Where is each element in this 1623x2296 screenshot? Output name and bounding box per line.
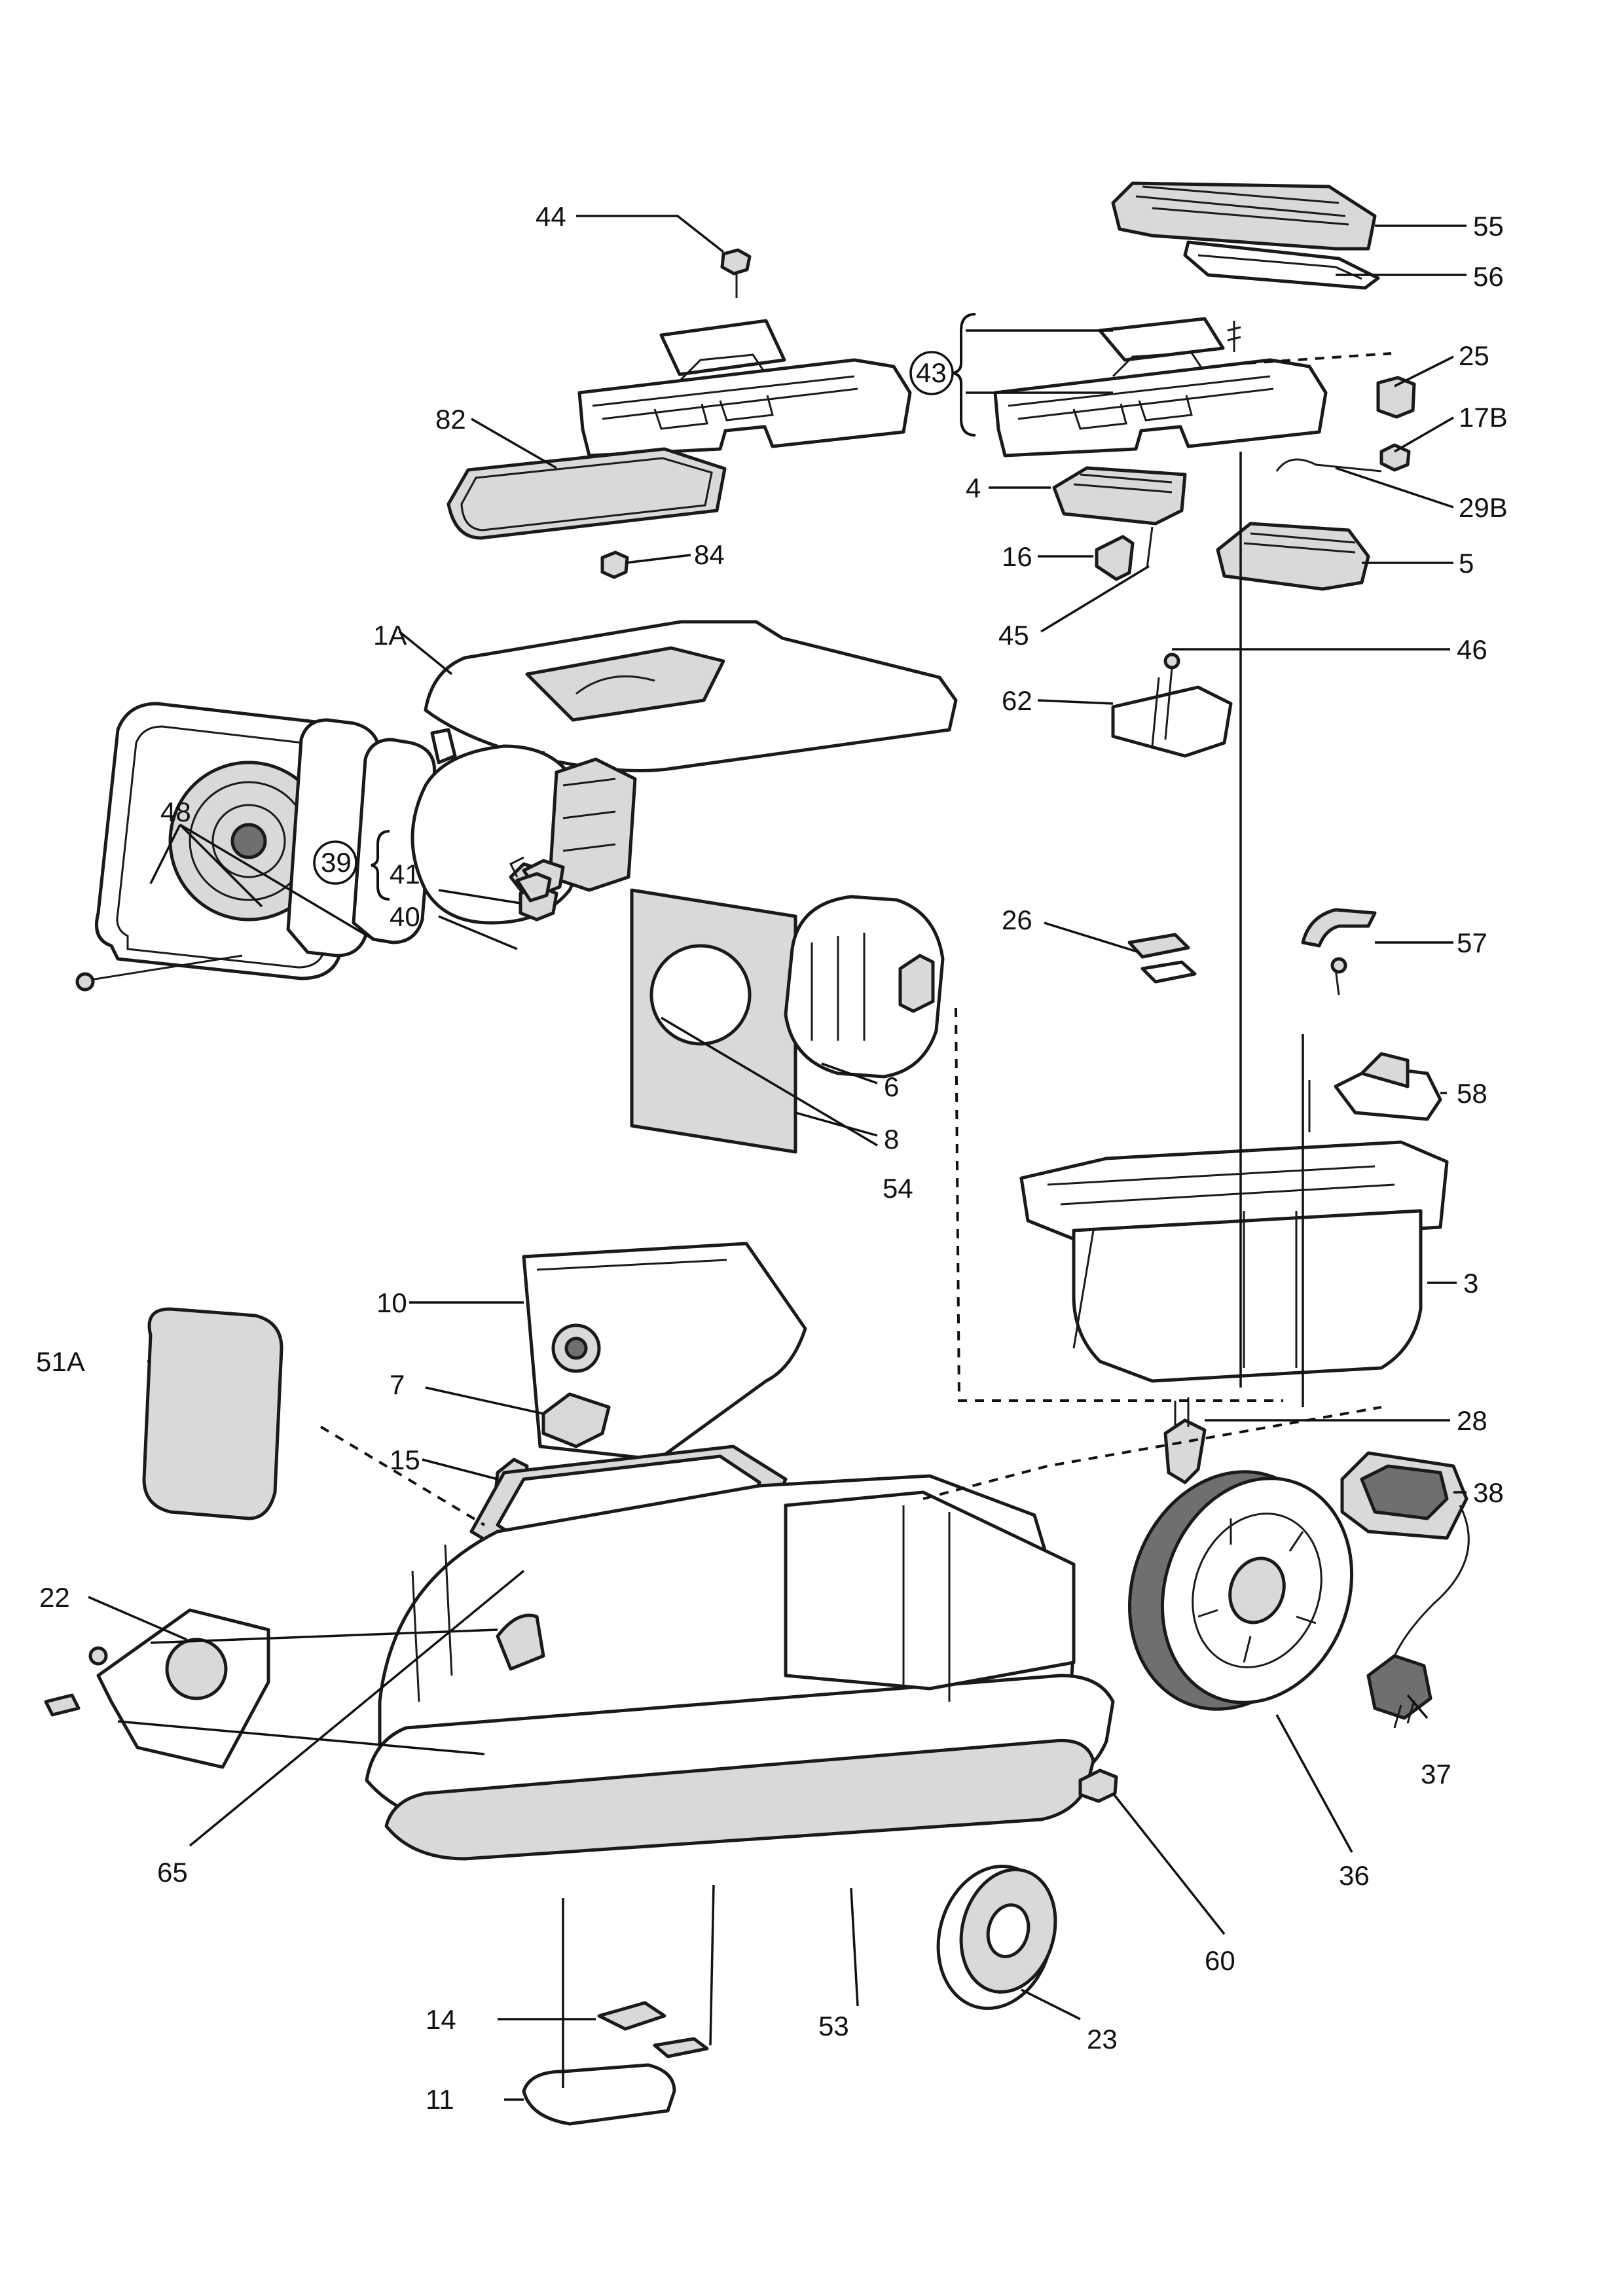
- leader-lines: [88, 215, 1467, 2101]
- label-58: 58: [1457, 1078, 1487, 1109]
- label-6: 6: [884, 1071, 899, 1102]
- part-22-hose-fitting: [44, 1608, 270, 1769]
- label-37: 37: [1421, 1759, 1451, 1789]
- part-58-switch: [1308, 1052, 1442, 1132]
- label-46: 46: [1457, 634, 1487, 665]
- part-11-foot: [522, 2037, 709, 2126]
- label-8: 8: [884, 1124, 899, 1155]
- label-15: 15: [390, 1444, 420, 1475]
- label-54: 54: [883, 1173, 913, 1204]
- part-plate-left: [659, 319, 786, 381]
- label-5: 5: [1459, 548, 1474, 579]
- part-48-filter-assembly: [75, 702, 437, 992]
- part-45-pin: [1146, 526, 1154, 569]
- brace-43: [953, 313, 976, 437]
- part-28-cord-clip: [1163, 1397, 1207, 1484]
- part-7-clip: [541, 1392, 611, 1448]
- part-37-plug: [1366, 1505, 1470, 1729]
- brace-39: [371, 830, 390, 901]
- label-4: 4: [966, 473, 981, 503]
- label-45: 45: [998, 620, 1029, 651]
- part-25-switch: [1376, 376, 1416, 419]
- part-plate-right: [1098, 317, 1225, 378]
- part-41-small-part: [509, 856, 552, 903]
- part-4-grille: [1052, 466, 1187, 526]
- part-3-housing-frame: [1019, 1140, 1449, 1383]
- label-43: 43: [916, 357, 947, 388]
- label-84: 84: [694, 539, 725, 570]
- label-40: 40: [390, 901, 420, 932]
- label-39: 39: [321, 847, 352, 878]
- label-44: 44: [536, 201, 566, 232]
- part-55-grille: [1111, 181, 1377, 251]
- part-39-motor: [410, 744, 637, 925]
- label-23: 23: [1087, 2024, 1118, 2054]
- part-43-top-cover-right: [993, 321, 1328, 457]
- part-8-gasket-plate: [630, 888, 797, 1154]
- part-84-knob: [600, 550, 629, 579]
- part-53-main-body: [365, 1474, 1115, 1861]
- part-36-cord-reel: [1127, 1470, 1354, 1711]
- label-28: 28: [1457, 1405, 1487, 1436]
- label-17B: 17B: [1459, 402, 1508, 433]
- label-57: 57: [1457, 927, 1487, 958]
- label-60: 60: [1205, 1945, 1235, 1976]
- part-29B-cable: [1275, 458, 1382, 473]
- label-22: 22: [39, 1582, 70, 1613]
- label-26: 26: [1002, 905, 1032, 935]
- dashed-lines: [319, 352, 1392, 1526]
- label-25: 25: [1459, 340, 1489, 371]
- part-6-motor-housing: [784, 895, 945, 1079]
- label-62: 62: [1002, 685, 1032, 716]
- part-62-bracket: [1111, 653, 1233, 758]
- part-44-knob: [720, 248, 752, 298]
- part-51A-filter-pad: [142, 1307, 283, 1520]
- label-82: 82: [435, 404, 466, 435]
- label-1A: 1A: [373, 620, 407, 651]
- part-23-wheel: [936, 1864, 1057, 2011]
- part-17B-small-part: [1379, 443, 1411, 472]
- label-10: 10: [376, 1287, 407, 1318]
- part-26-bracket: [1127, 933, 1197, 984]
- label-29B: 29B: [1459, 492, 1508, 523]
- label-41: 41: [390, 859, 420, 889]
- label-48: 48: [160, 797, 191, 827]
- part-14-clip: [597, 2001, 666, 2031]
- part-60-knob: [1078, 1768, 1118, 1803]
- label-56: 56: [1473, 261, 1504, 292]
- part-56-frame: [1183, 240, 1380, 290]
- label-55: 55: [1473, 211, 1504, 242]
- label-51A: 51A: [36, 1346, 85, 1377]
- part-38-plug-housing: [1340, 1451, 1468, 1540]
- circle-marker-43: [909, 351, 954, 395]
- label-65: 65: [157, 1857, 188, 1888]
- part-16-clip: [1095, 535, 1135, 581]
- part-labels: 44 55 56 43 25 17B 82 29B 4 84 5 16 45 1…: [36, 201, 1508, 2115]
- label-7: 7: [390, 1369, 405, 1400]
- part-82-lid-panel: [447, 447, 727, 540]
- label-38: 38: [1473, 1477, 1504, 1508]
- label-53: 53: [818, 2011, 849, 2041]
- part-top-cover-left: [577, 358, 912, 457]
- part-57-clip: [1301, 908, 1377, 996]
- circle-marker-39: [313, 840, 357, 885]
- label-36: 36: [1339, 1860, 1370, 1891]
- label-16: 16: [1002, 541, 1032, 572]
- label-3: 3: [1463, 1268, 1478, 1299]
- label-11: 11: [426, 2084, 454, 2115]
- label-14: 14: [426, 2004, 456, 2035]
